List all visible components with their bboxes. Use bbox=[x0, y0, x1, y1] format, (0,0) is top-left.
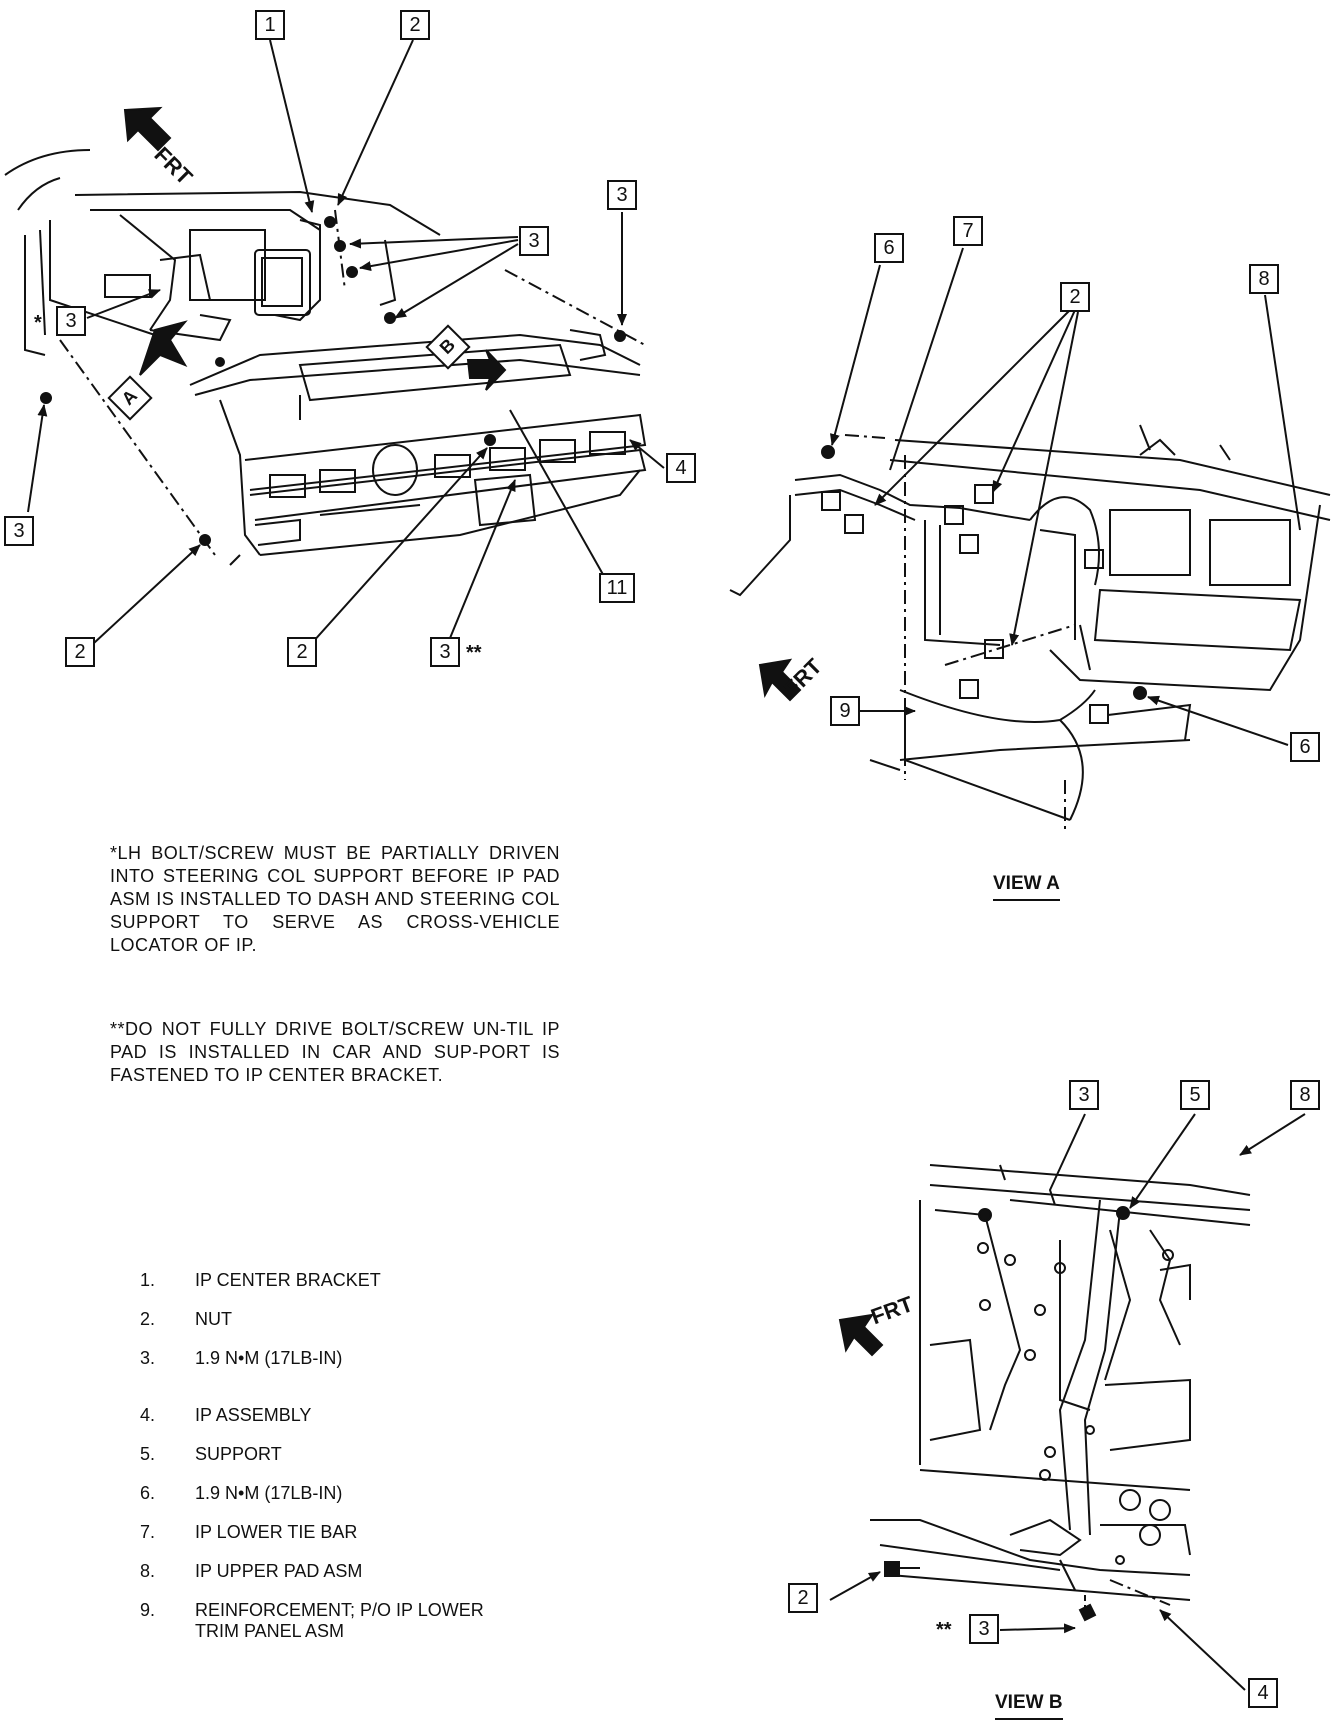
callout-3: 3 bbox=[430, 637, 460, 667]
legend-item: 3. 1.9 N•M (17LB-IN) bbox=[140, 1348, 580, 1369]
legend-number: 5. bbox=[140, 1444, 156, 1464]
legend-text: 1.9 N•M (17LB-IN) bbox=[195, 1348, 343, 1368]
callout-11: 11 bbox=[599, 573, 635, 603]
legend-item: 8. IP UPPER PAD ASM bbox=[140, 1561, 580, 1582]
main-exploded-view bbox=[4, 39, 665, 644]
callout-6: 6 bbox=[1290, 732, 1320, 762]
callout-1: 1 bbox=[255, 10, 285, 40]
legend-number: 8. bbox=[140, 1561, 156, 1581]
legend-item: 7. IP LOWER TIE BAR bbox=[140, 1522, 580, 1543]
legend-text: REINFORCEMENT; P/O IP LOWER TRIM PANEL A… bbox=[195, 1600, 484, 1641]
legend-text: SUPPORT bbox=[195, 1444, 282, 1464]
legend-text: NUT bbox=[195, 1309, 232, 1329]
view-a-drawing bbox=[729, 247, 1331, 830]
callout-5: 5 bbox=[1180, 1080, 1210, 1110]
view-b-drawing bbox=[829, 1113, 1306, 1691]
callout-3: 3 bbox=[969, 1614, 999, 1644]
callout-8: 8 bbox=[1249, 264, 1279, 294]
callout-3: 3 bbox=[1069, 1080, 1099, 1110]
note-do-not-fully-drive: **DO NOT FULLY DRIVE BOLT/SCREW UN-TIL I… bbox=[110, 1019, 560, 1085]
legend-text: IP UPPER PAD ASM bbox=[195, 1561, 363, 1581]
callout-2: 2 bbox=[1060, 282, 1090, 312]
callout-4: 4 bbox=[666, 453, 696, 483]
legend-text: IP CENTER BRACKET bbox=[195, 1270, 381, 1290]
callout-2: 2 bbox=[65, 637, 95, 667]
callout-3: 3 bbox=[519, 226, 549, 256]
legend-item: 4. IP ASSEMBLY bbox=[140, 1405, 580, 1426]
callout-9: 9 bbox=[830, 696, 860, 726]
legend-text: 1.9 N•M (17LB-IN) bbox=[195, 1483, 343, 1503]
callout-8: 8 bbox=[1290, 1080, 1320, 1110]
callout-6: 6 bbox=[874, 233, 904, 263]
note-lh-bolt: *LH BOLT/SCREW MUST BE PARTIALLY DRIVEN … bbox=[110, 843, 560, 955]
view-a-title: VIEW A bbox=[993, 873, 1060, 901]
callout-3: 3 bbox=[56, 306, 86, 336]
callout-2: 2 bbox=[788, 1583, 818, 1613]
parts-legend: 1. IP CENTER BRACKET 2. NUT 3. 1.9 N•M (… bbox=[140, 1270, 580, 1660]
legend-number: 1. bbox=[140, 1270, 156, 1290]
single-star-marker: * bbox=[34, 312, 42, 334]
legend-item: 2. NUT bbox=[140, 1309, 580, 1330]
legend-text: IP ASSEMBLY bbox=[195, 1405, 312, 1425]
callout-3: 3 bbox=[4, 516, 34, 546]
legend-item: 5. SUPPORT bbox=[140, 1444, 580, 1465]
legend-number: 9. bbox=[140, 1600, 156, 1620]
callout-2: 2 bbox=[400, 10, 430, 40]
callout-2: 2 bbox=[287, 637, 317, 667]
legend-item: 1. IP CENTER BRACKET bbox=[140, 1270, 580, 1291]
double-star-marker: ** bbox=[466, 642, 482, 664]
double-star-marker: ** bbox=[936, 1619, 952, 1641]
legend-number: 2. bbox=[140, 1309, 156, 1329]
legend-item: 6. 1.9 N•M (17LB-IN) bbox=[140, 1483, 580, 1504]
legend-number: 7. bbox=[140, 1522, 156, 1542]
legend-number: 4. bbox=[140, 1405, 156, 1425]
callout-4: 4 bbox=[1248, 1678, 1278, 1708]
callout-3: 3 bbox=[607, 180, 637, 210]
callout-7: 7 bbox=[953, 216, 983, 246]
legend-text: IP LOWER TIE BAR bbox=[195, 1522, 358, 1542]
legend-number: 3. bbox=[140, 1348, 156, 1368]
legend-item: 9. REINFORCEMENT; P/O IP LOWER TRIM PANE… bbox=[140, 1600, 580, 1642]
view-b-title: VIEW B bbox=[995, 1692, 1063, 1720]
legend-number: 6. bbox=[140, 1483, 156, 1503]
